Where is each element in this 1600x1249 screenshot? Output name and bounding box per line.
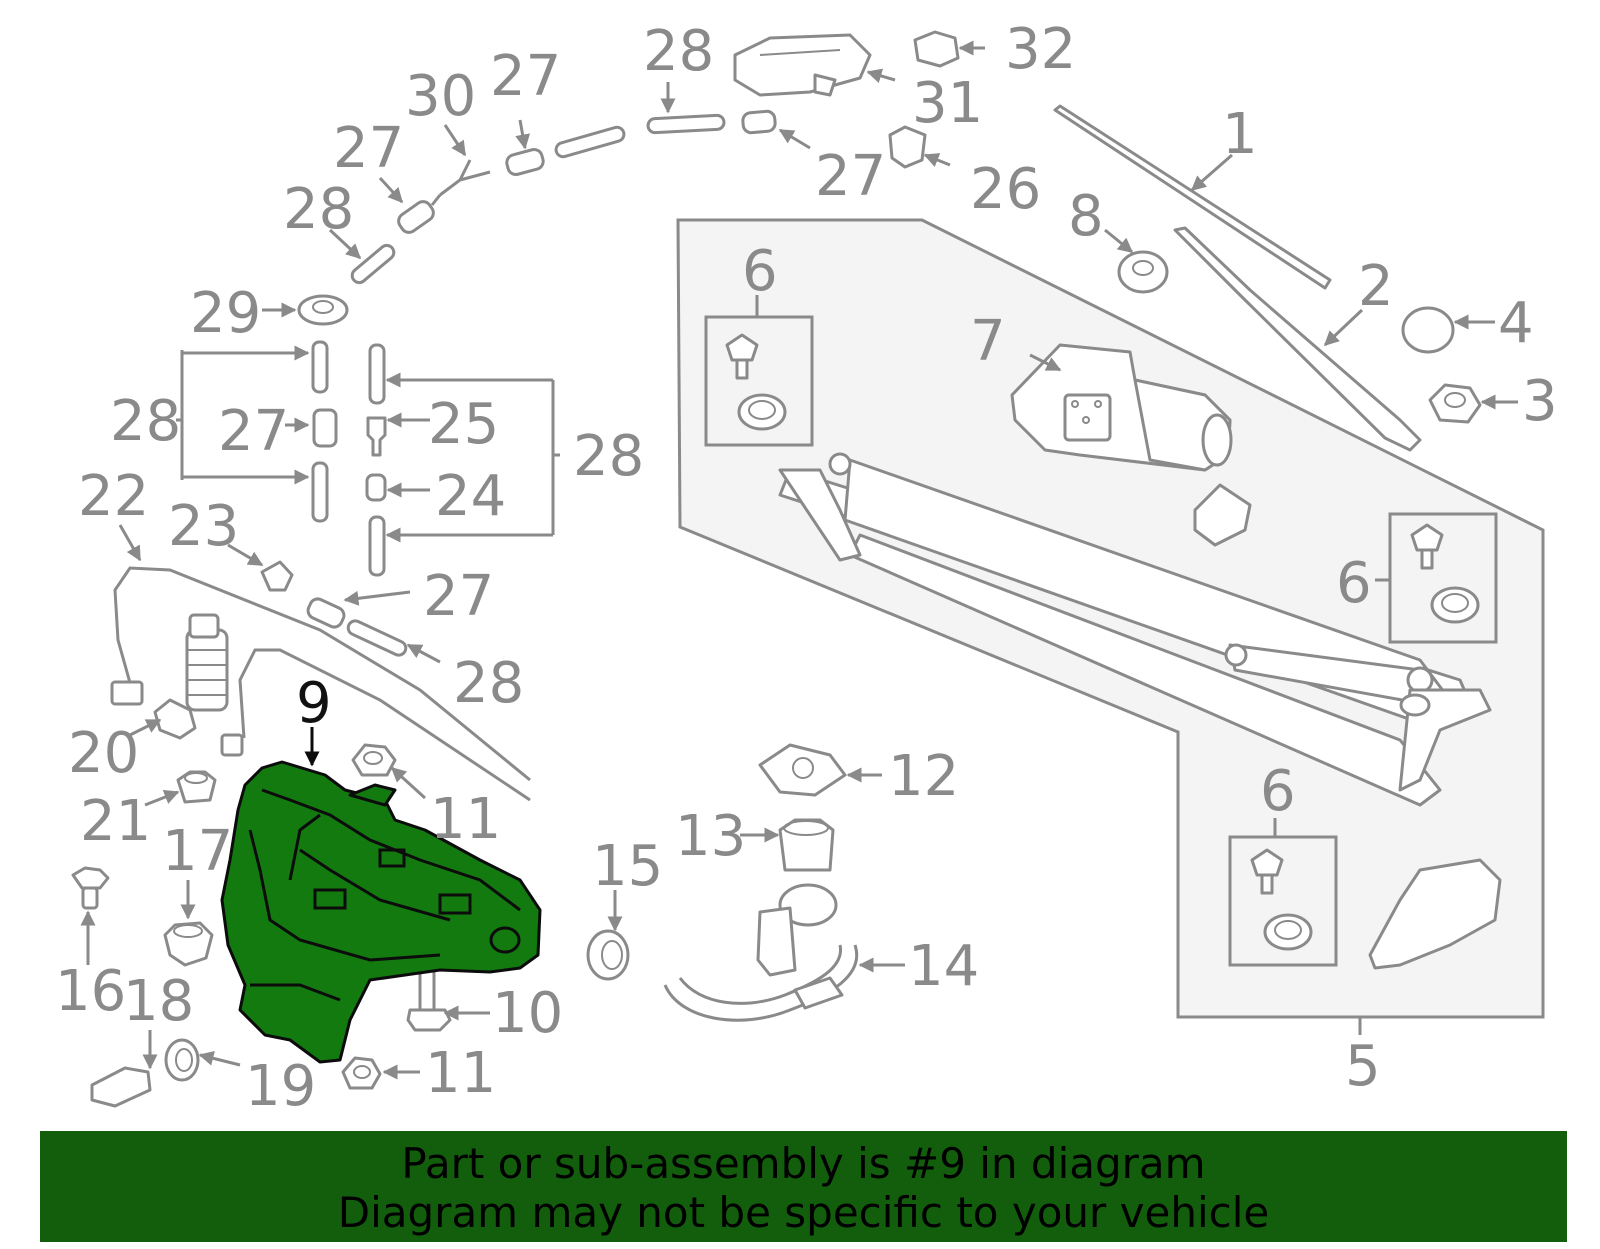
- callout-28-a: 28: [643, 19, 714, 84]
- cap-seal-12: [758, 743, 847, 797]
- mounting-bracket: [1368, 858, 1502, 970]
- nut-11-lower: [341, 1056, 382, 1090]
- washer-reservoir-highlighted: [220, 760, 542, 1064]
- callout-24: 24: [435, 464, 506, 529]
- wiper-blade: [1053, 104, 1332, 290]
- callout-10: 10: [492, 981, 563, 1046]
- parts-diagram: 1 2 3 4 5 6 6 6 7 8 9 10 11 11 12 13 14 …: [55, 17, 1558, 1119]
- callout-12: 12: [888, 744, 959, 809]
- washer-pump: [153, 613, 229, 740]
- banner-line-disclaimer: Diagram may not be specific to your vehi…: [337, 1188, 1270, 1237]
- callout-30: 30: [405, 64, 476, 129]
- callout-25: 25: [428, 392, 499, 457]
- grommet-19: [164, 1038, 200, 1082]
- bracket-28-left: [176, 350, 305, 480]
- hose-stack-left: [311, 340, 338, 523]
- washer-pipe: [113, 566, 531, 782]
- callout-21: 21: [80, 789, 151, 854]
- callout-18: 18: [123, 969, 194, 1034]
- filler-neck-14: [663, 883, 859, 1022]
- callout-5: 5: [1345, 1034, 1381, 1099]
- callout-16: 16: [55, 959, 126, 1024]
- callout-2: 2: [1358, 254, 1394, 319]
- arm-nut: [1428, 383, 1482, 424]
- leader-lines: [80, 40, 1518, 1080]
- hose-stack-right: [365, 343, 387, 577]
- bracket-28-right: [551, 380, 560, 535]
- grommet-21: [176, 770, 217, 804]
- hose-y-connector: [430, 159, 491, 206]
- callout-22: 22: [78, 464, 149, 529]
- pipe-end-connector-left: [110, 680, 144, 706]
- callout-6-c: 6: [1260, 759, 1296, 824]
- washer-nozzle-top: [733, 33, 872, 97]
- grommet-set-box-3: [1228, 835, 1338, 967]
- arm-cap: [1401, 306, 1455, 354]
- callout-6-a: 6: [742, 239, 778, 304]
- callout-27-a: 27: [490, 44, 561, 109]
- callout-13: 13: [675, 804, 746, 869]
- callout-27-c: 27: [815, 144, 886, 209]
- hose-segments-top: [350, 109, 777, 285]
- disclaimer-banner: Part or sub-assembly is #9 in diagram Di…: [40, 1131, 1567, 1242]
- bolt-10: [406, 966, 452, 1032]
- callout-6-b: 6: [1336, 551, 1372, 616]
- wiper-linkage: [778, 452, 1492, 807]
- hose-parts-mid: [260, 560, 408, 657]
- clip-16: [71, 866, 110, 910]
- callout-26: 26: [970, 157, 1041, 222]
- callout-14: 14: [908, 934, 979, 999]
- callout-1: 1: [1222, 102, 1258, 167]
- callout-4: 4: [1498, 291, 1534, 356]
- grommet-set-box-1: [704, 315, 814, 447]
- callout-11-b: 11: [425, 1041, 496, 1106]
- level-sensor-18: [90, 1066, 152, 1108]
- callout-15: 15: [592, 834, 663, 899]
- callout-8: 8: [1068, 184, 1104, 249]
- grommet-29: [297, 294, 349, 326]
- nozzle-connector-32: [913, 30, 960, 68]
- callout-29: 29: [190, 281, 261, 346]
- wiper-motor: [1010, 343, 1233, 472]
- callout-23: 23: [168, 494, 239, 559]
- wiper-arm: [1173, 226, 1422, 452]
- callout-9: 9: [296, 671, 332, 736]
- callout-17: 17: [162, 819, 233, 884]
- nut-11-upper: [351, 743, 397, 777]
- callout-19: 19: [245, 1054, 316, 1119]
- grommet-15: [586, 929, 630, 981]
- callout-31: 31: [912, 71, 983, 136]
- callout-28-c: 28: [110, 389, 181, 454]
- banner-line-part: Part or sub-assembly is #9 in diagram: [401, 1139, 1206, 1188]
- filler-cap-13: [778, 818, 835, 872]
- connector-26: [888, 125, 927, 169]
- callout-20: 20: [68, 721, 139, 786]
- motor-connector: [1193, 483, 1252, 547]
- grommet-17: [163, 921, 214, 967]
- pivot-grommet: [1117, 250, 1169, 294]
- pipe-end-connector-right: [220, 733, 244, 757]
- callout-27-b: 27: [333, 116, 404, 181]
- callout-11-a: 11: [430, 787, 501, 852]
- callout-3: 3: [1522, 369, 1558, 434]
- callout-27-d: 27: [218, 399, 289, 464]
- callout-28-d: 28: [573, 424, 644, 489]
- callout-28-b: 28: [283, 177, 354, 242]
- callout-32: 32: [1005, 17, 1076, 82]
- callout-labels: 1 2 3 4 5 6 6 6 7 8 9 10 11 11 12 13 14 …: [55, 17, 1558, 1119]
- callout-28-e: 28: [453, 651, 524, 716]
- callout-7: 7: [970, 309, 1006, 374]
- grommet-set-box-2: [1388, 512, 1498, 644]
- callout-27-e: 27: [423, 564, 494, 629]
